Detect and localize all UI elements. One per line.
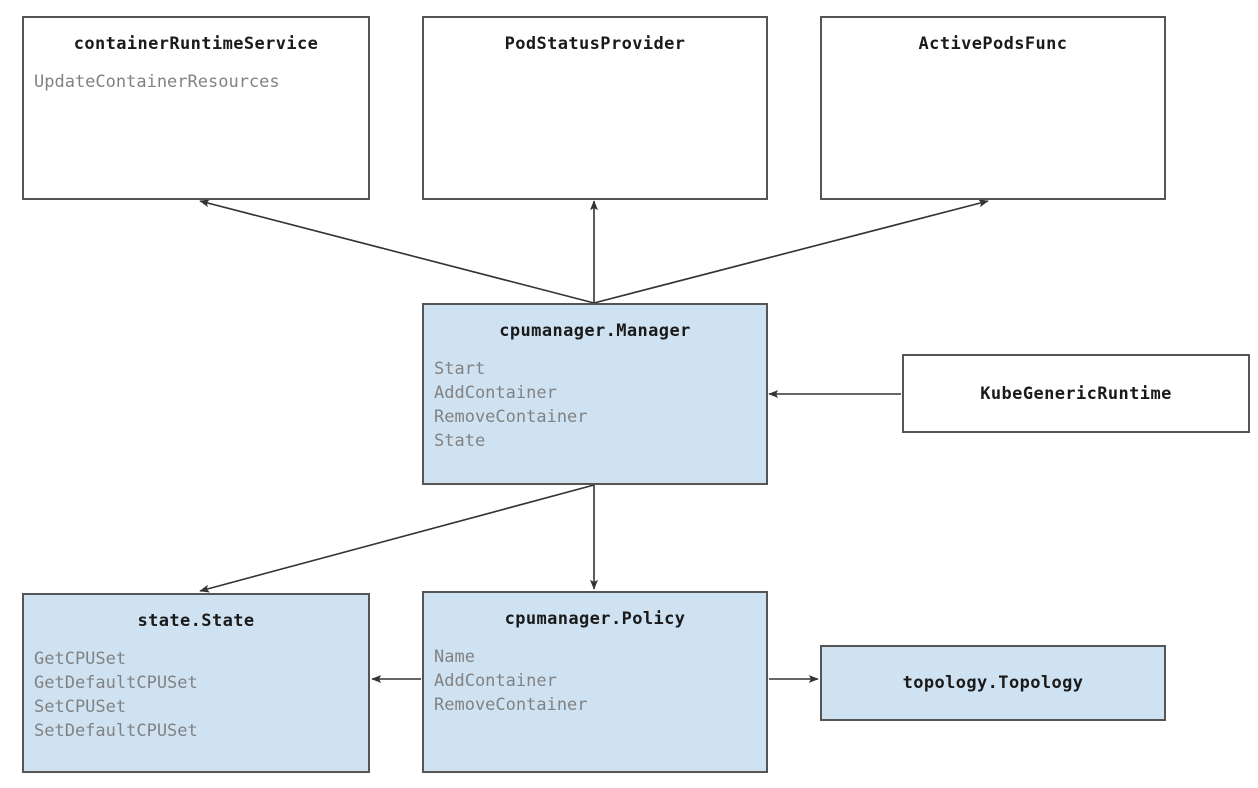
method-item: RemoveContainer: [434, 695, 588, 715]
node-methods: Name AddContainer RemoveContainer: [424, 645, 766, 717]
method-item: Name: [434, 647, 475, 667]
method-item: GetDefaultCPUSet: [34, 673, 198, 693]
method-item: UpdateContainerResources: [34, 72, 280, 92]
node-methods: GetCPUSet GetDefaultCPUSet SetCPUSet Set…: [24, 647, 368, 743]
node-title: cpumanager.Policy: [504, 609, 686, 629]
node-cpumanager-manager[interactable]: cpumanager.Manager Start AddContainer Re…: [422, 303, 768, 485]
node-title: KubeGenericRuntime: [980, 383, 1172, 404]
node-topology-topology[interactable]: topology.Topology: [820, 645, 1166, 721]
node-pod-status-provider[interactable]: PodStatusProvider: [422, 16, 768, 200]
node-title: topology.Topology: [902, 673, 1084, 693]
node-container-runtime-service[interactable]: containerRuntimeService UpdateContainerR…: [22, 16, 370, 200]
method-item: State: [434, 431, 486, 451]
node-cpumanager-policy[interactable]: cpumanager.Policy Name AddContainer Remo…: [422, 591, 768, 773]
node-title: cpumanager.Manager: [499, 321, 691, 341]
node-methods: UpdateContainerResources: [24, 70, 368, 94]
method-item: SetDefaultCPUSet: [34, 721, 198, 741]
node-methods: Start AddContainer RemoveContainer State: [424, 357, 766, 453]
method-item: SetCPUSet: [34, 697, 127, 717]
node-title: state.State: [137, 611, 255, 631]
method-item: RemoveContainer: [434, 407, 588, 427]
node-title: PodStatusProvider: [504, 34, 686, 54]
edge-manager-to-stateState: [199, 484, 595, 593]
node-kube-generic-runtime[interactable]: KubeGenericRuntime: [902, 354, 1250, 433]
method-item: AddContainer: [434, 383, 557, 403]
method-item: AddContainer: [434, 671, 557, 691]
method-item: Start: [434, 359, 486, 379]
node-title: containerRuntimeService: [73, 34, 319, 54]
method-item: GetCPUSet: [34, 649, 127, 669]
node-title: ActivePodsFunc: [918, 34, 1068, 54]
edge-manager-to-containerRuntimeService: [199, 199, 595, 304]
node-active-pods-func[interactable]: ActivePodsFunc: [820, 16, 1166, 200]
edge-manager-to-activePodsFunc: [593, 199, 989, 304]
node-state-state[interactable]: state.State GetCPUSet GetDefaultCPUSet S…: [22, 593, 370, 773]
